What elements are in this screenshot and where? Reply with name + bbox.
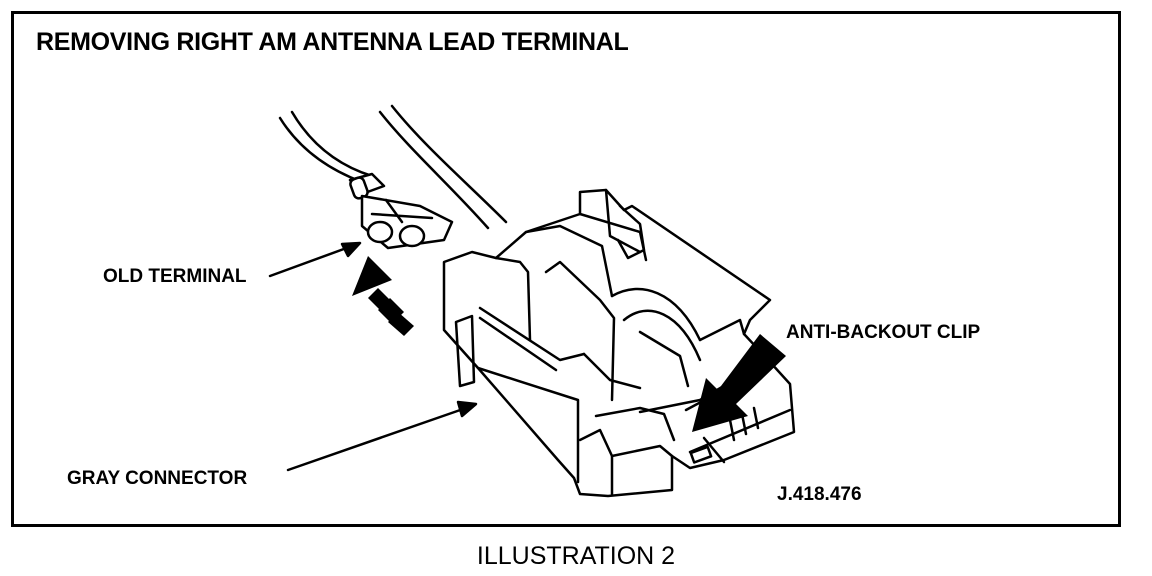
diagram-title: REMOVING RIGHT AM ANTENNA LEAD TERMINAL xyxy=(36,28,629,56)
antenna-lead-wires xyxy=(278,104,508,230)
anti-backout-clip-label: ANTI-BACKOUT CLIP xyxy=(786,322,981,343)
gray-connector-label: GRAY CONNECTOR xyxy=(67,468,248,489)
gray-connector-shape xyxy=(442,188,796,498)
illustration-caption: ILLUSTRATION 2 xyxy=(476,542,676,570)
figure-code: J.418.476 xyxy=(777,484,862,505)
illustration-frame xyxy=(11,11,1121,527)
old-terminal-shape xyxy=(348,172,454,250)
anti-backout-clip-arrow xyxy=(692,334,786,432)
leader-arrows xyxy=(268,241,478,472)
removal-direction-arrow xyxy=(352,256,414,336)
old-terminal-label: OLD TERMINAL xyxy=(103,266,247,287)
